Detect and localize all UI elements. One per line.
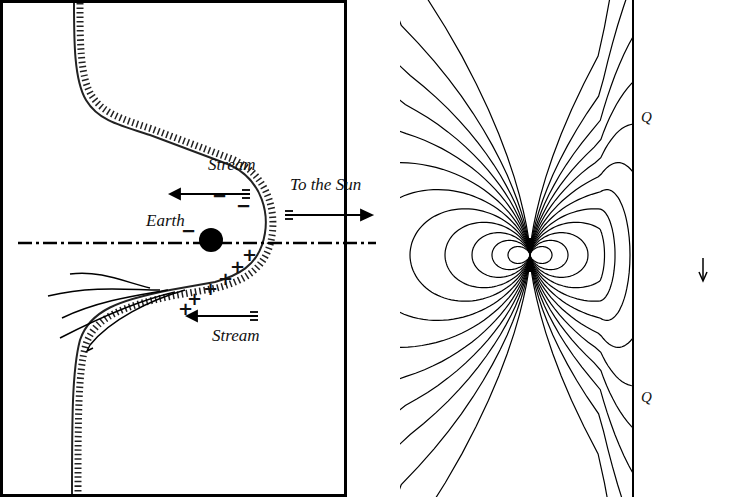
stream-label: Stream: [208, 156, 256, 173]
charge-sign: −: [181, 222, 196, 240]
earth-label: Earth: [146, 212, 185, 229]
panel-frame: [2, 2, 346, 496]
charge-sign: −: [236, 197, 251, 215]
field-line: [530, 163, 633, 348]
direction-arrow: [702, 258, 704, 280]
charge-sign: +: [242, 246, 257, 264]
field-line: [530, 0, 633, 497]
charge-sign: +: [178, 300, 193, 318]
field-lines: [400, 0, 633, 497]
field-line: [530, 222, 605, 287]
point-label: Q: [641, 110, 652, 125]
flow-arrows: [170, 189, 372, 321]
field-line: [400, 0, 530, 497]
stream-label: Stream: [212, 327, 260, 344]
direction-arrow: [699, 272, 707, 281]
earth-symbol: [199, 228, 223, 252]
sun-earth-axis: [18, 242, 376, 245]
tail-lines: [48, 273, 185, 351]
field-line: [530, 124, 633, 386]
point-label: Q: [641, 390, 652, 405]
boundary-line: [632, 0, 634, 497]
field-line: [410, 209, 530, 301]
field-line: [400, 124, 530, 386]
charge-sign: +: [203, 280, 218, 298]
field-line: [400, 0, 530, 497]
charge-sign: −: [212, 187, 227, 205]
dipole-symbol: [529, 238, 531, 272]
sun-label: To the Sun: [290, 176, 361, 193]
field-line: [400, 0, 530, 497]
field-line: [400, 70, 530, 439]
magnetopause: [72, 3, 273, 494]
field-line: [400, 163, 530, 348]
field-line: [530, 70, 633, 439]
